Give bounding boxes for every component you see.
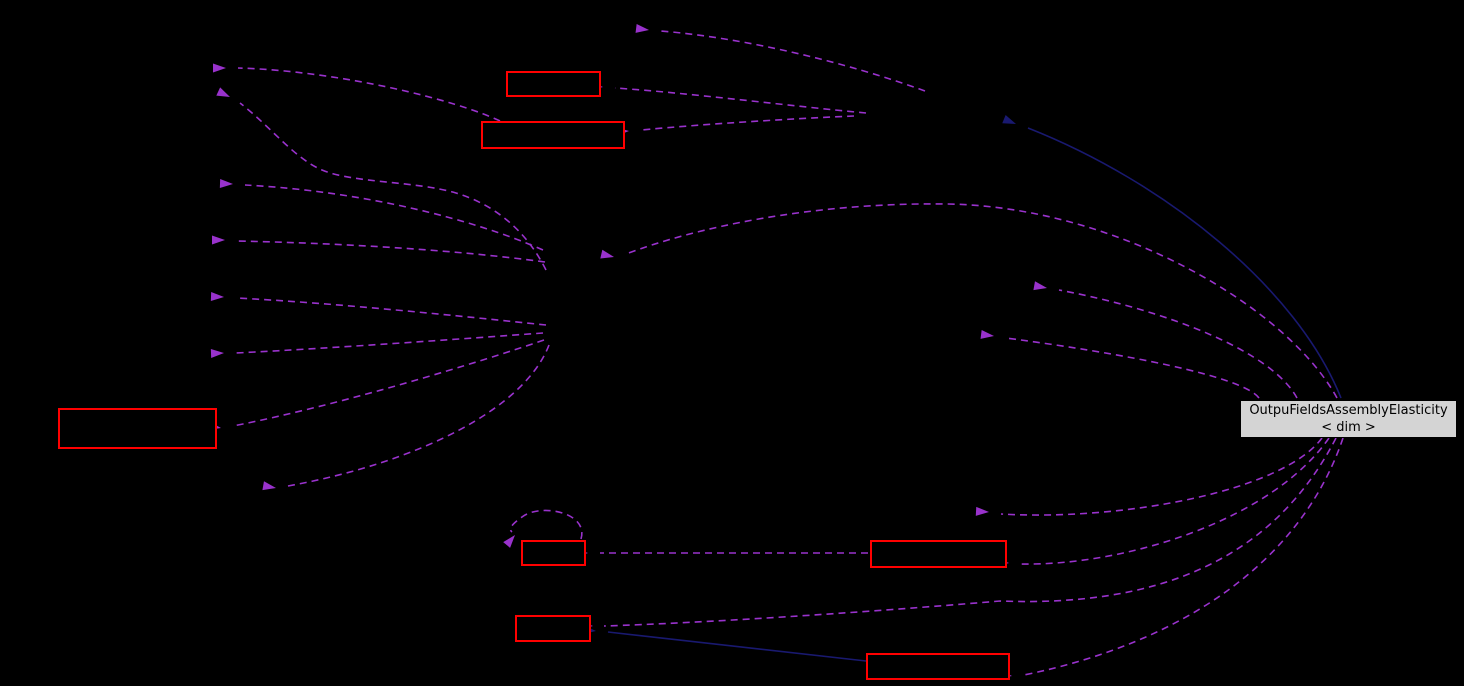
class-node-right-low[interactable] — [866, 653, 1010, 680]
edge-hidden-t-to-hidden-top — [660, 30, 926, 92]
edge-main-to-hidden-m3-arrowhead-icon — [975, 506, 989, 516]
edge-hub-to-hidden-l6 — [235, 332, 544, 354]
main-node-label-line2: < dim > — [1321, 420, 1376, 435]
class-node-left[interactable] — [58, 408, 217, 449]
edge-hub-to-hidden-l7 — [287, 344, 550, 487]
edge-hub-to-hidden-l2-arrowhead-icon — [216, 87, 230, 97]
edge-inherit-main-to-hidden-arrowhead-icon — [1002, 114, 1016, 124]
edge-main-to-hidden-m2-arrowhead-icon — [980, 329, 994, 339]
node-outpufieldsassemblyelasticity[interactable]: OutpuFieldsAssemblyElasticity < dim > — [1240, 400, 1457, 438]
edge-hub-to-hidden-l4 — [236, 240, 546, 263]
edge-main-to-right-low-box — [1023, 437, 1344, 676]
edge-inherit-main-to-hidden — [1027, 127, 1342, 399]
class-node-top-1[interactable] — [506, 71, 601, 97]
class-node-top-2[interactable] — [481, 121, 625, 149]
edge-hidden-t-to-box1 — [614, 87, 867, 114]
class-node-mid-small[interactable] — [521, 540, 586, 566]
edge-hub-to-hidden-l3 — [244, 184, 544, 251]
edge-hub-to-hidden-l4-arrowhead-icon — [212, 235, 225, 245]
edge-hub-to-left-box — [232, 339, 545, 427]
class-node-mid-lower[interactable] — [515, 615, 591, 642]
edge-main-to-hub-arc-arrowhead-icon — [600, 249, 614, 259]
edge-hidden-t-to-box2 — [640, 115, 855, 131]
edge-main-to-mid-lower-box — [603, 437, 1337, 627]
edge-inherit-rightlow-to-midlower — [607, 631, 867, 662]
edge-midsmall-self-loop — [509, 509, 583, 540]
edge-hub-to-hidden-l5 — [235, 297, 547, 326]
edge-hub-to-hidden-l5-arrowhead-icon — [210, 292, 224, 302]
edge-main-to-hub-arc — [625, 203, 1338, 399]
edge-main-to-right-mid-box — [1020, 437, 1330, 565]
edge-hidden-t-to-hidden-top-arrowhead-icon — [635, 23, 649, 33]
edge-box2-to-hidden-topleft-arrowhead-icon — [213, 63, 226, 73]
edge-main-to-hidden-m1-arrowhead-icon — [1033, 281, 1047, 291]
edge-midsmall-self-loop-arrowhead-icon — [503, 535, 515, 548]
edge-hub-to-hidden-l3-arrowhead-icon — [219, 179, 233, 189]
edge-main-to-hidden-m2 — [1005, 337, 1260, 399]
main-node-label-line1: OutpuFieldsAssemblyElasticity — [1249, 403, 1448, 418]
edge-box2-to-hidden-topleft — [237, 67, 501, 122]
edge-main-to-hidden-m1 — [1058, 289, 1298, 399]
edge-hub-to-hidden-l2 — [239, 102, 547, 271]
edge-hub-to-hidden-l6-arrowhead-icon — [210, 348, 224, 358]
edge-hub-to-hidden-l7-arrowhead-icon — [262, 481, 276, 491]
class-node-right-mid[interactable] — [870, 540, 1007, 568]
edge-main-to-hidden-m3 — [1000, 437, 1323, 516]
